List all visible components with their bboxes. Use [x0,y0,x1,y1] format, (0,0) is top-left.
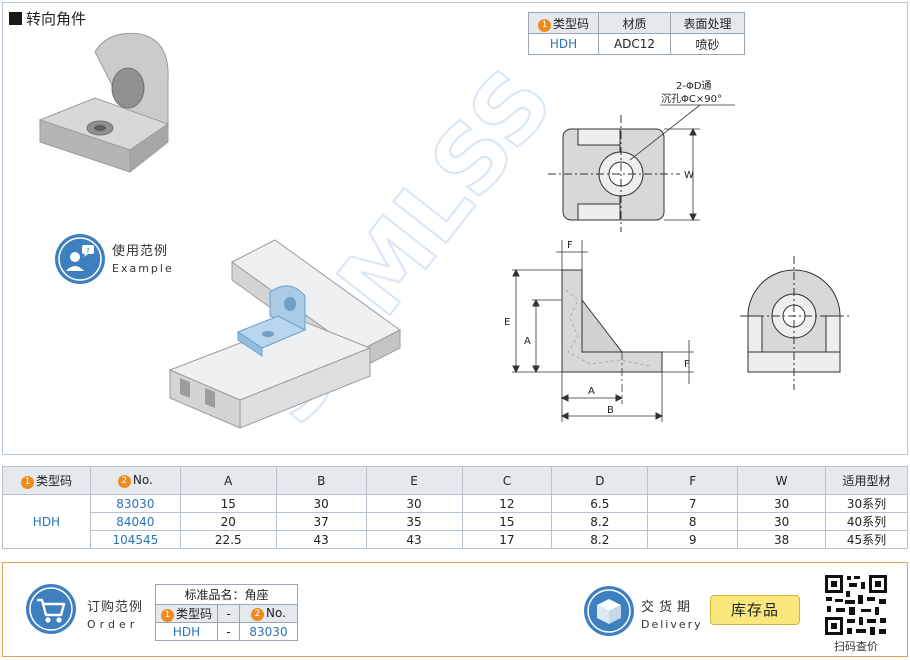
hole-note-line1: 2-ΦD通 [676,80,712,92]
order-type-value: HDH [155,622,218,641]
cell-d: 8.2 [551,512,649,531]
dim-f-right-label: F [684,359,690,370]
page-title: 转向角件 [9,8,86,29]
table-row: 84040 20 37 35 15 8.2 8 30 40系列 [3,512,908,531]
example-cn: 使用范例 [112,244,169,259]
dim-f-top-label: F [567,240,573,251]
order-label: 订购范例 Order [87,596,143,631]
delivery-label: 交货期 Delivery [641,596,703,631]
cell-f: 7 [647,494,739,513]
example-en: Example [112,262,174,275]
cell-no[interactable]: 84040 [89,512,181,531]
dim-b-label: B [607,405,614,416]
table-row: HDH 83030 15 30 30 12 6.5 7 30 30系列 [2,494,908,549]
cell-c: 17 [461,530,553,549]
col-header-c: C [461,466,553,495]
delivery-en: Delivery [641,618,703,631]
cell-c: 15 [461,512,553,531]
cell-w: 30 [737,494,827,513]
order-no-value: 83030 [239,622,298,641]
cell-e: 30 [365,494,463,513]
dim-w-label: W [684,170,694,181]
cell-c: 12 [461,494,553,513]
order-dash-value: - [217,622,240,641]
cell-e: 35 [365,512,463,531]
cell-a: 20 [179,512,277,531]
col-header-a: A [179,466,277,495]
order-en: Order [87,618,139,631]
page-title-text: 转向角件 [26,10,87,28]
spec-header-surface: 表面处理 [670,12,745,34]
col-header-b: B [275,466,367,495]
svg-text:?: ? [86,247,90,255]
technical-drawing: SAMLSS [38,32,850,445]
cell-b: 37 [275,512,367,531]
assembly-example-image [168,239,401,429]
col-header-f: F [647,466,739,495]
col-header-profile: 适用型材 [825,466,908,495]
order-cn: 订购范例 [87,600,144,615]
part-3d-image [38,32,170,174]
front-view-drawing [740,256,850,390]
dim-e-label: E [504,317,510,328]
cell-d: 6.5 [551,494,649,513]
cart-icon [26,584,76,634]
cell-profile: 30系列 [825,494,908,513]
top-view-drawing [548,104,735,232]
cell-f: 8 [647,512,739,531]
cell-no[interactable]: 83030 [89,494,181,513]
cell-no[interactable]: 104545 [89,530,181,549]
side-view-drawing [512,240,694,422]
example-label: 使用范例 Example [112,240,174,275]
dim-a-bottom-label: A [588,386,595,397]
cell-w: 38 [737,530,827,549]
spec-surface-value: 喷砂 [670,33,745,55]
cell-e: 43 [365,530,463,549]
cell-a: 15 [179,494,277,513]
cell-a: 22.5 [179,530,277,549]
spec-material-value: ADC12 [598,33,671,55]
table-row: 104545 22.5 43 43 17 8.2 9 38 45系列 [3,530,908,549]
spec-type-value: HDH [528,33,599,55]
title-square-icon [9,12,22,25]
cell-profile: 40系列 [825,512,908,531]
qr-label: 扫码查价 [834,640,878,653]
qr-code-icon[interactable] [823,573,889,637]
cell-w: 30 [737,512,827,531]
hole-note-line2: 沉孔ΦC×90° [661,92,722,105]
cell-b: 43 [275,530,367,549]
col-header-d: D [551,466,649,495]
dim-a-left-label: A [524,336,531,347]
example-user-icon: ? [55,234,105,284]
product-panel: 转向角件 [2,2,908,455]
cell-b: 30 [275,494,367,513]
cell-d: 8.2 [551,530,649,549]
col-header-e: E [365,466,463,495]
cell-profile: 45系列 [825,530,908,549]
spec-header-material: 材质 [598,12,671,34]
col-header-w: W [737,466,827,495]
cell-f: 9 [647,530,739,549]
order-header-dash: - [217,604,240,623]
delivery-cn: 交货期 [641,600,696,615]
type-cell: HDH [2,494,91,549]
stock-badge[interactable]: 库存品 [710,595,800,625]
delivery-box-icon [584,586,634,636]
standard-name: 标准品名：角座 [155,584,298,605]
